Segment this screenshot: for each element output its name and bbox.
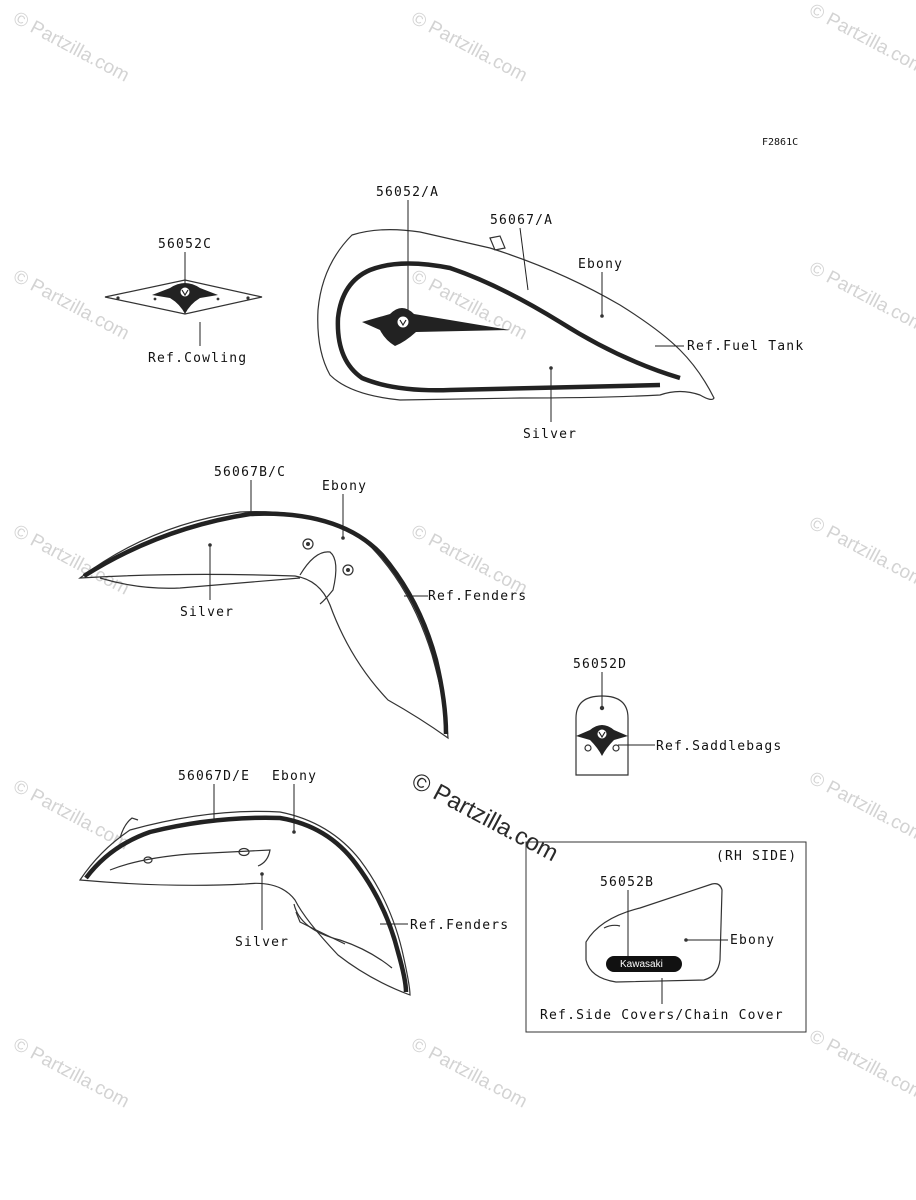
fuel-tank-ref: Ref.Fuel Tank bbox=[687, 339, 804, 354]
watermark: © Partzilla.com bbox=[806, 768, 916, 847]
fuel-tank-stripe-part-no: 56067/A bbox=[490, 213, 553, 228]
front-fender-outline bbox=[78, 511, 449, 740]
center-watermark: © Partzilla.com bbox=[407, 767, 562, 867]
fuel-tank-upper-color: Ebony bbox=[578, 257, 623, 272]
front-fender-upper-color: Ebony bbox=[322, 479, 367, 494]
fuel-tank-stripe bbox=[335, 261, 681, 393]
watermark: © Partzilla.com bbox=[806, 513, 916, 592]
watermark: © Partzilla.com bbox=[806, 258, 916, 337]
fuel-tank-group: 56052/A 56067/A Ebony Ref.Fuel Tank Silv… bbox=[317, 185, 804, 442]
rear-fender-stripe bbox=[84, 815, 409, 993]
cowling-emblem-badge bbox=[152, 283, 218, 314]
kawasaki-badge bbox=[606, 956, 682, 972]
fuel-tank-outline bbox=[317, 229, 715, 401]
cowling-ref: Ref.Cowling bbox=[148, 351, 247, 366]
saddlebag-emblem-badge bbox=[576, 725, 628, 756]
watermark: © Partzilla.com bbox=[408, 266, 531, 345]
rear-fender-ref: Ref.Fenders bbox=[410, 918, 509, 933]
rear-fender-part-no: 56067D/E bbox=[178, 769, 250, 784]
side-cover-color: Ebony bbox=[730, 933, 775, 948]
saddlebag-group: 56052D Ref.Saddlebags bbox=[573, 657, 782, 776]
rear-fender-lower-color: Silver bbox=[235, 935, 289, 950]
cowling-part-no: 56052C bbox=[158, 237, 212, 252]
side-cover-part-no: 56052B bbox=[600, 875, 654, 890]
saddlebag-part-no: 56052D bbox=[573, 657, 627, 672]
watermark: © Partzilla.com bbox=[806, 0, 916, 79]
front-fender-stripe bbox=[82, 511, 449, 735]
cowling-emblem-outline bbox=[104, 279, 263, 315]
front-fender-lower-color: Silver bbox=[180, 605, 234, 620]
front-fender-group: 56067B/C Ebony Ref.Fenders Silver bbox=[78, 465, 527, 740]
rear-fender-group: 56067D/E Ebony Ref.Fenders Silver bbox=[78, 769, 509, 996]
side-cover-ref: Ref.Side Covers/Chain Cover bbox=[540, 1008, 784, 1023]
watermark: © Partzilla.com bbox=[10, 1034, 133, 1113]
front-fender-ref: Ref.Fenders bbox=[428, 589, 527, 604]
watermarks: © Partzilla.com © Partzilla.com © Partzi… bbox=[10, 0, 916, 1113]
watermark: © Partzilla.com bbox=[806, 1026, 916, 1105]
watermark: © Partzilla.com bbox=[408, 1034, 531, 1113]
side-cover-side-note: (RH SIDE) bbox=[716, 849, 797, 864]
fuel-tank-emblem-part-no: 56052/A bbox=[376, 185, 439, 200]
side-cover-frame bbox=[525, 841, 807, 1033]
front-fender-part-no: 56067B/C bbox=[214, 465, 286, 480]
watermark: © Partzilla.com bbox=[408, 8, 531, 87]
kawasaki-badge-text: Kawasaki bbox=[620, 959, 663, 970]
side-cover-outline bbox=[585, 883, 723, 983]
side-cover-group: (RH SIDE) Kawasaki 56052B Ebony Ref.Side… bbox=[525, 841, 807, 1033]
cowling-group: 56052C Ref.Cowling bbox=[104, 237, 263, 366]
watermark: © Partzilla.com bbox=[10, 266, 133, 345]
saddlebag-ref: Ref.Saddlebags bbox=[656, 739, 782, 754]
fuel-tank-lower-color: Silver bbox=[523, 427, 577, 442]
rear-fender-upper-color: Ebony bbox=[272, 769, 317, 784]
watermark: © Partzilla.com bbox=[10, 776, 133, 855]
watermark: © Partzilla.com bbox=[408, 521, 531, 600]
watermark: © Partzilla.com bbox=[10, 8, 133, 87]
figure-code: F2861C bbox=[762, 137, 798, 148]
